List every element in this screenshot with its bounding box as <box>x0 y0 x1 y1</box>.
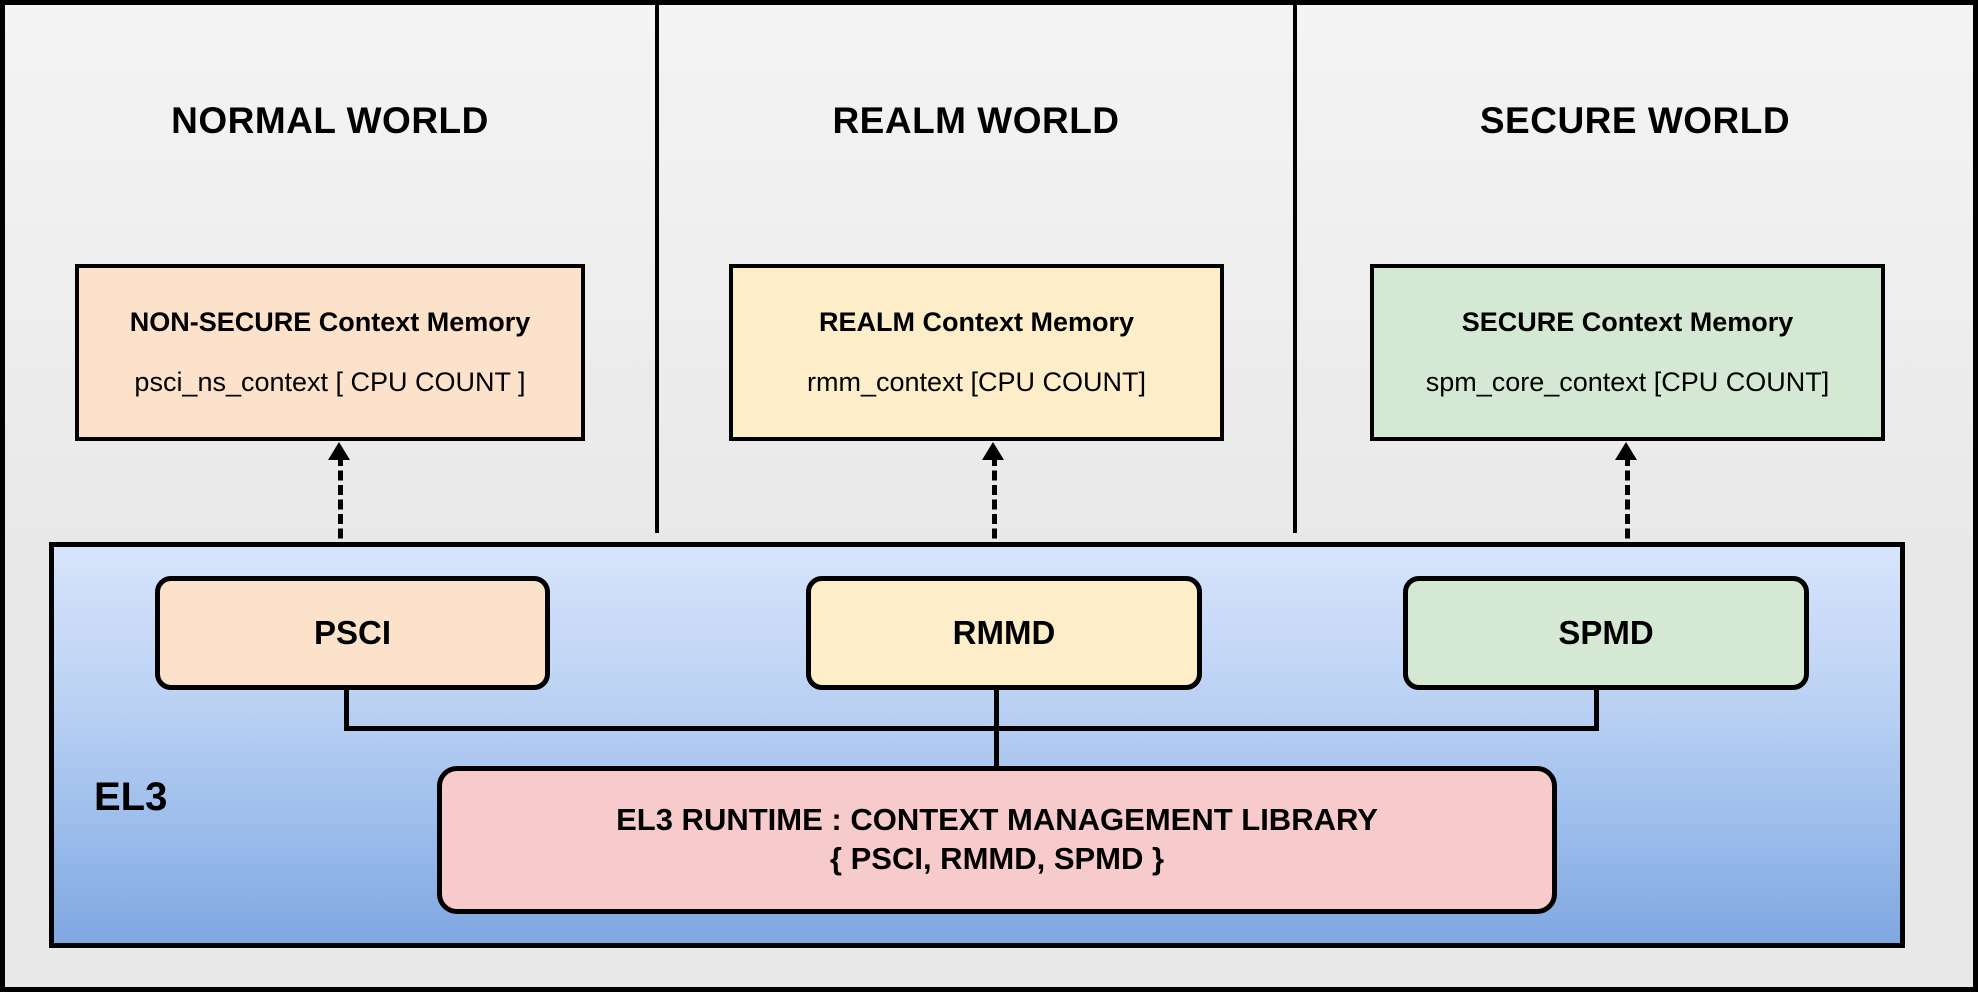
context-memory-box-non-secure: NON-SECURE Context Memory psci_ns_contex… <box>75 264 585 441</box>
runtime-library-title: EL3 RUNTIME : CONTEXT MANAGEMENT LIBRARY <box>616 802 1378 838</box>
el3-panel: EL3 PSCI RMMD SPMD EL3 RUNTIME : CONTEXT… <box>49 542 1905 948</box>
world-column-realm: REALM WORLD <box>659 5 1297 533</box>
arrow-head-up-icon <box>328 442 350 460</box>
connector-drop-to-runtime <box>994 726 999 768</box>
context-memory-title-secure: SECURE Context Memory <box>1461 306 1794 337</box>
el3-runtime-library-box[interactable]: EL3 RUNTIME : CONTEXT MANAGEMENT LIBRARY… <box>437 766 1557 914</box>
context-memory-symbol-realm: rmm_context [CPU COUNT] <box>806 366 1147 397</box>
world-column-normal: NORMAL WORLD <box>5 5 659 533</box>
connector-bus-horizontal <box>344 726 1599 731</box>
world-title-secure: SECURE WORLD <box>1479 100 1791 141</box>
dispatcher-box-psci[interactable]: PSCI <box>155 576 550 690</box>
world-title-normal: NORMAL WORLD <box>171 100 489 141</box>
arrow-stem-dashed <box>992 456 997 553</box>
el3-label: EL3 <box>94 775 168 819</box>
arrow-stem-dashed <box>338 456 343 553</box>
context-memory-box-secure: SECURE Context Memory spm_core_context [… <box>1370 264 1885 441</box>
world-column-secure: SECURE WORLD <box>1297 5 1973 533</box>
arrow-head-up-icon <box>1615 442 1637 460</box>
runtime-library-members: { PSCI, RMMD, SPMD } <box>829 841 1165 876</box>
context-memory-title-realm: REALM Context Memory <box>818 306 1135 337</box>
arrow-head-up-icon <box>982 442 1004 460</box>
connector-stub-spmd <box>1594 690 1599 730</box>
connector-stub-rmmd <box>994 690 999 730</box>
dispatcher-box-rmmd[interactable]: RMMD <box>806 576 1202 690</box>
context-memory-title-non-secure: NON-SECURE Context Memory <box>129 306 531 337</box>
arrow-stem-dashed <box>1625 456 1630 553</box>
connector-stub-psci <box>344 690 349 730</box>
dispatcher-box-spmd[interactable]: SPMD <box>1403 576 1809 690</box>
context-memory-symbol-non-secure: psci_ns_context [ CPU COUNT ] <box>134 366 526 397</box>
context-memory-symbol-secure: spm_core_context [CPU COUNT] <box>1425 366 1830 397</box>
world-title-realm: REALM WORLD <box>832 100 1120 141</box>
context-memory-box-realm: REALM Context Memory rmm_context [CPU CO… <box>729 264 1224 441</box>
